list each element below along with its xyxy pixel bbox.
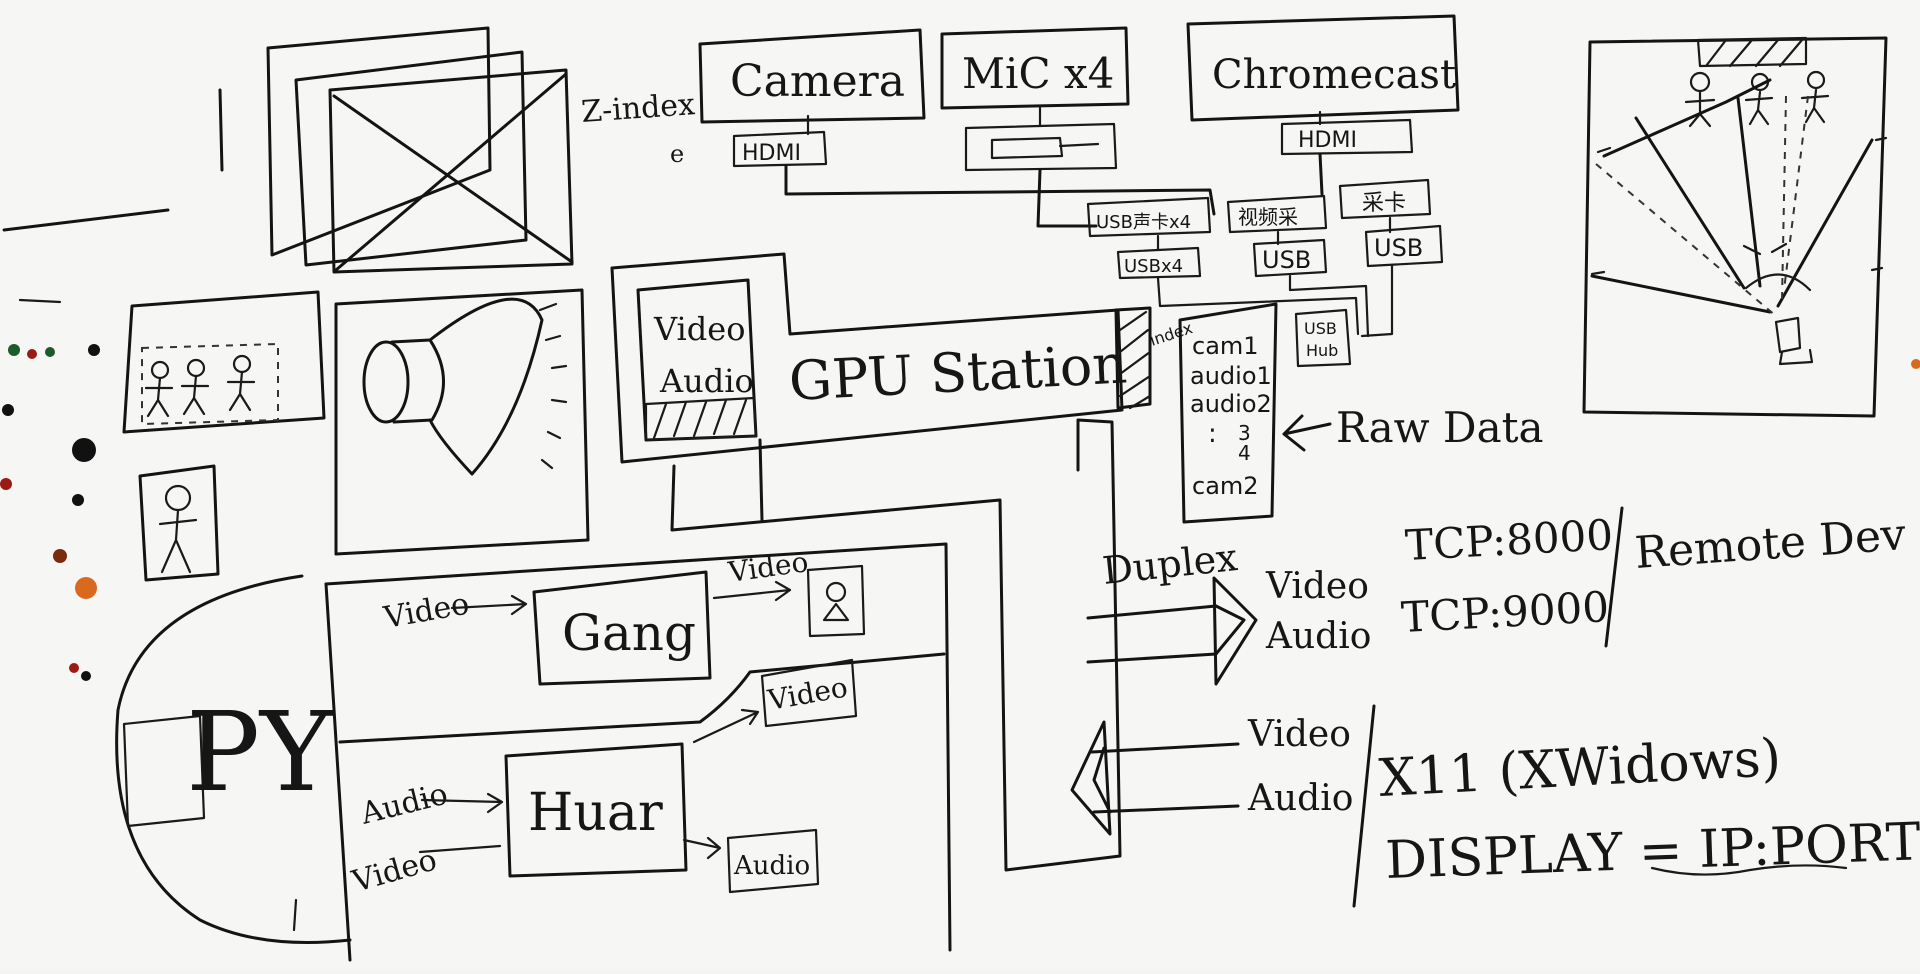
gang-in-arrow bbox=[450, 594, 528, 616]
usb-sound-label: USB声卡x4 bbox=[1096, 212, 1191, 233]
usb-x4-to-hub bbox=[1156, 276, 1360, 336]
gang-box bbox=[532, 570, 712, 686]
return-audio: Audio bbox=[1247, 778, 1353, 819]
raw-data-item: cam1 bbox=[1192, 332, 1259, 360]
usb-a-label: USB bbox=[1262, 246, 1311, 274]
usb-hub-line1: USB bbox=[1304, 319, 1337, 338]
gang-output-frame bbox=[806, 564, 866, 638]
hdmi-wire bbox=[784, 164, 1216, 216]
chromecast-wire bbox=[1318, 152, 1324, 196]
huar-label: Huar bbox=[528, 783, 663, 843]
huar-audio-out-label: Audio bbox=[733, 851, 810, 881]
gang-video-out: Video bbox=[725, 545, 810, 589]
capture-card-box bbox=[1338, 178, 1432, 220]
layer-stack bbox=[266, 26, 574, 274]
usb-b-label: USB bbox=[1374, 234, 1423, 262]
duplex-audio: Audio bbox=[1265, 616, 1371, 657]
py-label: PY bbox=[186, 688, 334, 816]
x11-label: X11 (XWidows) bbox=[1378, 728, 1783, 809]
raw-data-label: Raw Data bbox=[1336, 403, 1544, 452]
return-video: Video bbox=[1247, 714, 1351, 755]
video-audio-module bbox=[636, 278, 758, 442]
huar-video-out-label: Video bbox=[765, 670, 851, 717]
chromecast-label: Chromecast bbox=[1212, 52, 1456, 98]
raw-data-item: audio2 bbox=[1190, 390, 1272, 418]
huar-box bbox=[504, 742, 688, 878]
duplex-lines bbox=[1086, 604, 1218, 664]
person-frame bbox=[138, 464, 220, 582]
chromecast-box bbox=[1186, 14, 1460, 122]
stray-strokes bbox=[2, 88, 224, 304]
gang-label: Gang bbox=[562, 604, 696, 662]
display-label: DISPLAY = IP:PORT bbox=[1384, 812, 1920, 891]
marker-dots bbox=[0, 344, 1920, 681]
video-audio-line2: Audio bbox=[659, 362, 754, 400]
remote-dev-label: Remote Dev bbox=[1633, 509, 1907, 579]
raw-data-arrow bbox=[1282, 414, 1332, 452]
py-module bbox=[115, 542, 952, 962]
mic-wire bbox=[1036, 168, 1098, 228]
mic-label: MiC x4 bbox=[962, 49, 1114, 98]
huar-audio-out-arrow bbox=[682, 836, 722, 860]
gpu-station-box bbox=[610, 252, 1152, 464]
raw-data-item: 3 bbox=[1238, 421, 1251, 445]
usb-sound-box bbox=[1086, 196, 1212, 238]
hdmi-camera-label: HDMI bbox=[742, 141, 801, 166]
huar-video-out-arrow bbox=[692, 708, 760, 744]
index-tag: index bbox=[1147, 318, 1195, 350]
video-audio-line1: Video bbox=[653, 310, 745, 348]
usb-b-to-hub bbox=[1360, 264, 1394, 338]
capture-card-label: 采卡 bbox=[1362, 191, 1406, 216]
usb-a-to-hub bbox=[1288, 274, 1370, 338]
station-down-link bbox=[758, 438, 764, 522]
x11-divider bbox=[1352, 704, 1376, 908]
video-capture-label: 视频采 bbox=[1238, 205, 1298, 229]
return-lines bbox=[1090, 742, 1240, 814]
room-layout-sketch bbox=[1582, 36, 1888, 418]
huar-video-out-box bbox=[760, 658, 858, 728]
duplex-video: Video bbox=[1265, 566, 1369, 607]
raw-data-item: 4 bbox=[1238, 441, 1251, 465]
usb-x4-label: USBx4 bbox=[1124, 256, 1183, 277]
raw-data-item: audio1 bbox=[1190, 362, 1272, 390]
duplex-arrowhead bbox=[1212, 576, 1258, 686]
camera-box bbox=[698, 28, 926, 124]
mic-box bbox=[940, 26, 1130, 110]
usb-b-box bbox=[1364, 224, 1444, 268]
raw-data-box bbox=[1178, 302, 1278, 524]
huar-audio-in: Audio bbox=[356, 777, 451, 832]
usb-x4-box bbox=[1116, 246, 1202, 280]
huar-audio-arrow bbox=[420, 792, 504, 814]
gpu-station-label: GPU Station bbox=[787, 332, 1128, 413]
crowd-frame bbox=[122, 290, 326, 434]
video-capture-box bbox=[1226, 194, 1328, 234]
small-e-label: e bbox=[670, 140, 684, 168]
huar-video-arrow bbox=[418, 844, 502, 854]
hdmi-chromecast-box bbox=[1280, 118, 1414, 156]
usb-hub-box bbox=[1294, 308, 1352, 368]
z-index-label: Z-index bbox=[580, 87, 696, 130]
tcp-audio: TCP:9000 bbox=[1400, 582, 1610, 642]
mic-plug bbox=[964, 106, 1118, 172]
network-pipe bbox=[670, 418, 1122, 872]
remote-divider bbox=[1604, 506, 1624, 648]
display-underline bbox=[1650, 864, 1848, 876]
gang-out-arrow bbox=[712, 580, 792, 602]
usb-a-box bbox=[1252, 238, 1328, 278]
raw-data-dots: : bbox=[1208, 419, 1217, 449]
camera-label: Camera bbox=[730, 56, 905, 107]
gang-video-in: Video bbox=[380, 587, 472, 637]
usb-hub-line2: Hub bbox=[1306, 341, 1338, 360]
tcp-video: TCP:8000 bbox=[1404, 510, 1614, 570]
hdmi-camera-box bbox=[732, 130, 828, 168]
hdmi-chromecast-label: HDMI bbox=[1298, 128, 1357, 153]
raw-data-item: cam2 bbox=[1192, 472, 1259, 500]
return-arrowhead bbox=[1070, 720, 1112, 836]
huar-audio-out-box bbox=[726, 828, 820, 894]
camera-view-frame bbox=[334, 288, 590, 556]
